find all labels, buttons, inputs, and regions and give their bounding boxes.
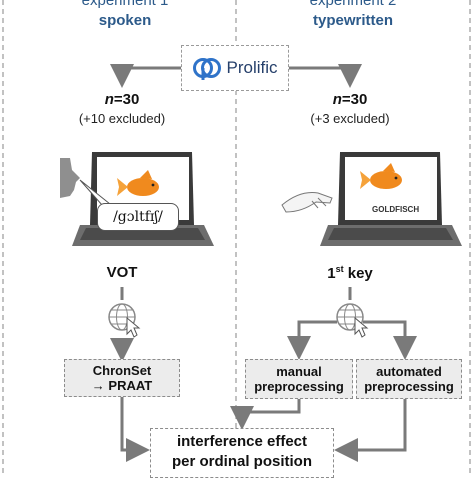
experiment2-header: experiment 2 typewritten [288, 0, 418, 31]
experiment2-modality: typewritten [312, 12, 393, 29]
prolific-name: Prolific [226, 58, 278, 77]
experiment1-label: experiment 1 [81, 0, 169, 9]
measure-first-key-suffix: st [335, 264, 344, 274]
laptop-left-icon [72, 152, 214, 246]
sample1-count: n=30 (+10 excluded) [57, 90, 187, 128]
box-line: preprocessing [364, 379, 454, 394]
goldfish-icon [360, 163, 402, 189]
box-line: manual [276, 364, 322, 379]
measure-first-key-label: key [343, 265, 373, 282]
box-line: preprocessing [254, 379, 344, 394]
measure-first-key: 1st key [310, 264, 390, 282]
experiment1-header: experiment 1 spoken [60, 0, 190, 31]
n-value: =30 [341, 91, 368, 108]
outcome-line: per ordinal position [171, 453, 312, 470]
arrow-manual-to-outcome [230, 399, 301, 430]
n-value: =30 [113, 91, 140, 108]
n-symbol: n [332, 91, 342, 108]
experiment1-modality: spoken [98, 12, 152, 29]
manual-preprocessing-box: manual preprocessing [245, 359, 353, 399]
arrow-globe2-split [287, 320, 337, 360]
excluded-count: (+10 excluded) [78, 111, 166, 126]
outcome-box: interference effect per ordinal position [150, 428, 334, 478]
box-line: → PRAAT [91, 378, 153, 393]
measure-first-key-number: 1 [327, 265, 336, 282]
box-line: automated [376, 364, 442, 379]
box-line: ChronSet [92, 363, 152, 378]
prolific-logo-icon [193, 58, 222, 80]
ipa-speech-bubble: /gɔltfɪʃ/ [97, 203, 179, 231]
sample2-count: n=30 (+3 excluded) [285, 90, 415, 128]
arrow-chronset-to-outcome [120, 397, 150, 462]
chronset-praat-box: ChronSet → PRAAT [64, 359, 180, 397]
automated-preprocessing-box: automated preprocessing [356, 359, 462, 399]
arrow-globe2-split [363, 320, 417, 360]
measure-vot: VOT [106, 264, 138, 281]
speaking-head-icon [60, 158, 80, 198]
n-symbol: n [104, 91, 114, 108]
globe-cursor-icon [108, 303, 141, 338]
typing-hand-icon [281, 192, 333, 213]
experiment2-label: experiment 2 [309, 0, 397, 9]
arrow-to-experiment2 [289, 64, 362, 88]
outcome-line: interference effect [176, 433, 308, 450]
goldfish-icon [117, 170, 159, 196]
excluded-count: (+3 excluded) [310, 111, 390, 126]
screen-word: GOLDFISCH [372, 205, 419, 214]
arrow-automated-to-outcome [334, 399, 407, 462]
globe-cursor-icon [336, 303, 369, 338]
prolific-platform-box: Prolific [181, 45, 289, 91]
arrow-to-experiment1 [110, 64, 181, 88]
